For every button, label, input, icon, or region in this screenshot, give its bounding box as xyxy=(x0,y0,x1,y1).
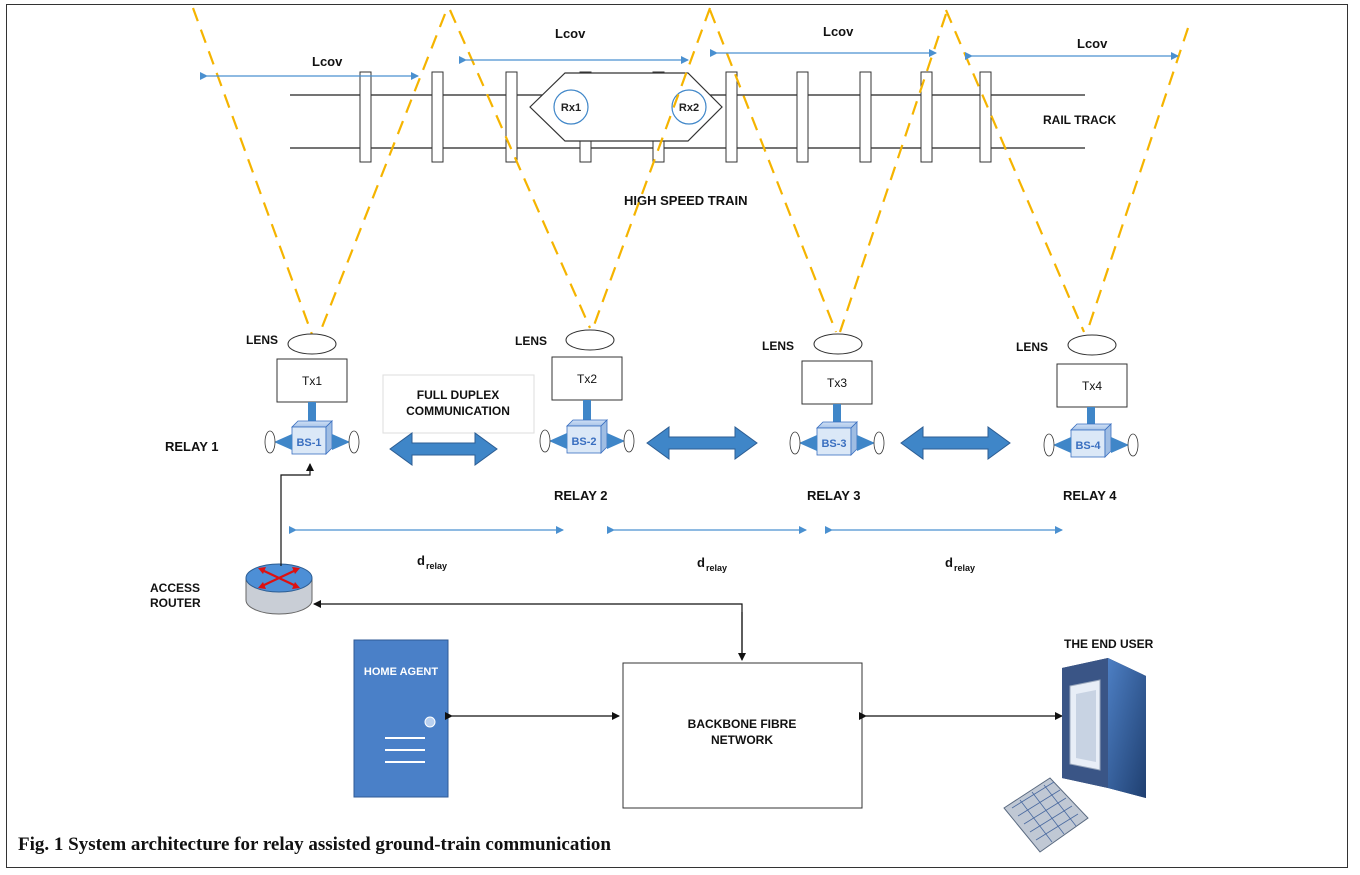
svg-text:relay: relay xyxy=(706,563,727,573)
relay-label: RELAY 3 xyxy=(807,488,860,503)
transmitter-label: Tx1 xyxy=(302,374,322,388)
backbone-fibre-network: BACKBONE FIBRE NETWORK xyxy=(622,662,863,809)
transmitter-box xyxy=(1056,363,1128,408)
relay-2: LENS Tx2 BS-2 RELAY 2 xyxy=(515,329,635,503)
beam-3-left xyxy=(708,9,838,333)
access-router-label-2: ROUTER xyxy=(150,596,201,610)
beam-3-right xyxy=(838,13,948,333)
rx2-label: Rx2 xyxy=(679,102,699,114)
figure-caption: Fig. 1 System architecture for relay ass… xyxy=(18,834,611,855)
transmitter-box xyxy=(276,358,348,403)
base-station-icon xyxy=(1043,423,1139,458)
lens-icon xyxy=(813,333,863,355)
end-user-label: THE END USER xyxy=(1064,637,1154,651)
beam-2-right xyxy=(591,7,712,329)
access-router-icon xyxy=(245,563,313,615)
relay-4: LENS Tx4 BS-4 RELAY 4 xyxy=(1016,334,1139,503)
access-router-label-1: ACCESS xyxy=(150,581,200,595)
rx1-label: Rx1 xyxy=(561,102,581,114)
coverage-arrows xyxy=(200,49,1179,80)
lcov-label-2: Lcov xyxy=(555,26,586,41)
svg-text:d: d xyxy=(945,555,953,570)
lcov-label-1: Lcov xyxy=(312,54,343,69)
full-duplex-note: FULL DUPLEX COMMUNICATION xyxy=(382,374,535,434)
beam-1-left xyxy=(191,7,316,341)
transmitter-label: Tx4 xyxy=(1082,379,1102,393)
mast xyxy=(583,400,591,428)
base-station-label: BS-1 xyxy=(296,437,321,449)
backbone-label-2: NETWORK xyxy=(711,733,773,747)
full-duplex-line-1: FULL DUPLEX xyxy=(417,388,499,402)
transmitter-box xyxy=(551,356,623,401)
home-agent-label: HOME AGENT xyxy=(364,666,438,678)
home-agent-server: HOME AGENT xyxy=(353,639,449,798)
drelay-label-3: d relay xyxy=(945,555,975,573)
receiver-rx1 xyxy=(553,89,589,125)
high-speed-train: Rx1 Rx2 HIGH SPEED TRAIN xyxy=(529,72,748,208)
backbone-label-1: BACKBONE FIBRE xyxy=(688,717,797,731)
duplex-arrow-3 xyxy=(900,426,1011,460)
base-station-icon xyxy=(264,420,360,455)
base-station-label: BS-4 xyxy=(1075,440,1101,452)
beam-1-right xyxy=(315,13,447,341)
lens-label: LENS xyxy=(246,333,278,347)
router-to-backbone-link xyxy=(313,600,746,661)
relay-label: RELAY 2 xyxy=(554,488,607,503)
transmitter-label: Tx2 xyxy=(577,372,597,386)
base-station-label: BS-3 xyxy=(821,438,846,450)
receiver-rx2 xyxy=(671,89,707,125)
lens-icon xyxy=(565,329,615,351)
lens-icon xyxy=(1067,334,1117,356)
relay-label: RELAY 1 xyxy=(165,439,218,454)
relay-3: LENS Tx3 BS-3 RELAY 3 xyxy=(762,333,885,503)
svg-text:relay: relay xyxy=(426,561,447,571)
mast xyxy=(308,402,316,429)
duplex-arrow-1 xyxy=(389,432,498,466)
relay-1: LENS Tx1 BS-1 RELAY 1 xyxy=(165,333,360,455)
duplex-link-arrows xyxy=(389,426,1011,466)
beam-4-left xyxy=(944,9,1086,333)
lens-label: LENS xyxy=(515,334,547,348)
duplex-arrow-2 xyxy=(646,426,758,460)
relay-label: RELAY 4 xyxy=(1063,488,1117,503)
base-station-icon xyxy=(789,421,885,456)
mast xyxy=(1087,407,1095,431)
transmitter-label: Tx3 xyxy=(827,376,847,390)
transmitter-box xyxy=(801,360,873,405)
base-station-icon xyxy=(539,419,635,454)
full-duplex-line-2: COMMUNICATION xyxy=(406,404,510,418)
svg-text:d: d xyxy=(417,553,425,568)
router-to-bs1-link xyxy=(280,463,314,566)
svg-text:relay: relay xyxy=(954,563,975,573)
lens-label: LENS xyxy=(762,339,794,353)
end-user-computer-icon xyxy=(1003,658,1146,853)
train-label: HIGH SPEED TRAIN xyxy=(624,193,748,208)
base-station-label: BS-2 xyxy=(571,436,596,448)
beam-2-left xyxy=(448,9,592,329)
rail-track-label: RAIL TRACK xyxy=(1043,113,1116,127)
svg-text:d: d xyxy=(697,555,705,570)
drelay-label-1: d relay xyxy=(417,553,447,571)
lcov-label-4: Lcov xyxy=(1077,36,1108,51)
lcov-label-3: Lcov xyxy=(823,24,854,39)
mast xyxy=(833,404,841,429)
figure-frame xyxy=(6,4,1348,868)
lens-icon xyxy=(287,333,337,355)
beam-4-right xyxy=(1085,27,1190,333)
lens-label: LENS xyxy=(1016,340,1048,354)
drelay-label-2: d relay xyxy=(697,555,727,573)
